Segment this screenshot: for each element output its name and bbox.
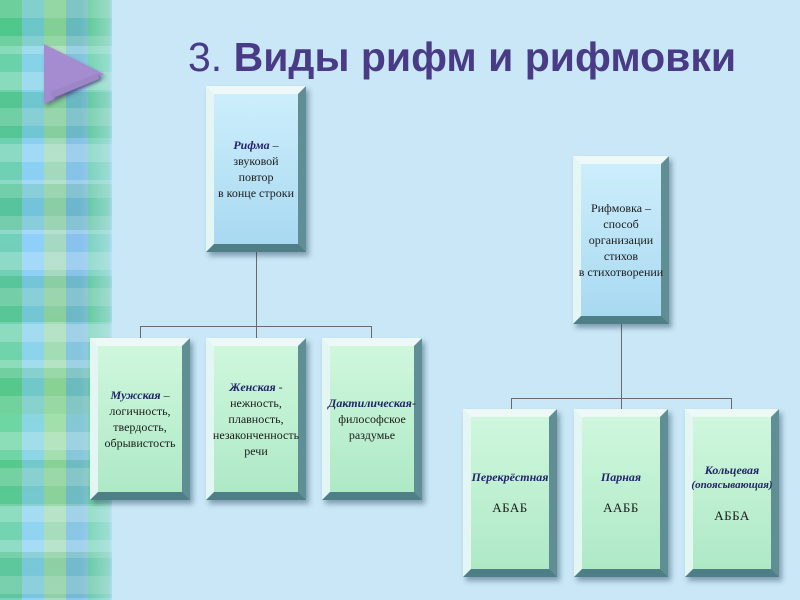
paired-rhyme-term: Парная — [600, 470, 642, 485]
connector-right-child-2 — [621, 398, 622, 410]
rhyme-heading: Рифма – — [233, 137, 278, 153]
masculine-term: Мужская — [110, 387, 161, 402]
ring-rhyme-term: Кольцевая — [704, 462, 760, 477]
scheme-line-5: в стихотворении — [578, 265, 664, 280]
scheme-line-3: организации — [588, 232, 654, 247]
dactylic-heading: Дактилическая- — [328, 395, 416, 411]
feminine-term: Женская — [229, 379, 276, 394]
feminine-dash: - — [275, 379, 283, 394]
rhyme-term: Рифма — [233, 137, 270, 152]
rhyme-line-2: повтор — [238, 170, 274, 184]
ring-rhyme-subterm: (опоясывающая) — [691, 478, 773, 491]
dactylic-rhyme-box: Дактилическая- философское раздумье — [322, 338, 422, 500]
feminine-line-3: незаконченность — [212, 428, 300, 443]
ring-rhyme-box: Кольцевая (опоясывающая) АББА — [685, 409, 779, 577]
ring-rhyme-scheme: АББА — [714, 507, 750, 523]
rhyme-definition-box: Рифма – звуковой повтор в конце строки — [206, 86, 306, 252]
feminine-rhyme-box: Женская - нежность, плавность, незаконче… — [206, 338, 306, 500]
connector-right-child-1 — [511, 398, 512, 410]
dactylic-dash: - — [411, 395, 416, 410]
feminine-heading: Женская - — [229, 379, 282, 395]
title-number: 3. — [188, 34, 223, 80]
scheme-line-2: способ — [603, 216, 639, 231]
cross-rhyme-term: Перекрёстная — [471, 470, 549, 485]
title-text: Виды рифм и рифмовки — [233, 34, 737, 80]
feminine-line-1: нежность, — [230, 395, 282, 410]
scheme-line-4: стихов — [603, 249, 639, 264]
cross-rhyme-box: Перекрёстная АБАБ — [463, 409, 557, 577]
masculine-dash: – — [160, 387, 170, 402]
page-title: 3. Виды рифм и рифмовки — [188, 34, 736, 81]
feminine-line-2: плавность, — [228, 411, 284, 426]
scheme-line-1: Рифмовка – — [590, 200, 652, 215]
connector-left-root-down — [256, 250, 257, 326]
paired-rhyme-box: Парная ААББ — [574, 409, 668, 577]
masculine-heading: Мужская – — [110, 387, 169, 403]
masculine-line-3: обрывистость — [104, 436, 176, 451]
dactylic-line-2: раздумье — [348, 428, 396, 443]
masculine-line-1: логичность, — [109, 403, 171, 418]
rhyme-scheme-definition-box: Рифмовка – способ организации стихов в с… — [573, 156, 669, 324]
connector-left-child-1 — [140, 326, 141, 338]
masculine-rhyme-box: Мужская – логичность, твердость, обрывис… — [90, 338, 190, 500]
paired-rhyme-scheme: ААББ — [603, 500, 639, 516]
dactylic-line-1: философское — [338, 411, 406, 426]
rhyme-line-3: в конце строки — [217, 186, 295, 201]
connector-left-child-3 — [371, 326, 372, 338]
connector-left-child-2 — [256, 326, 257, 338]
dactylic-term: Дактилическая — [328, 395, 412, 410]
connector-right-root-down — [621, 322, 622, 398]
feminine-line-4: речи — [244, 444, 268, 459]
cross-rhyme-scheme: АБАБ — [492, 500, 528, 516]
masculine-line-2: твердость, — [113, 420, 167, 434]
rhyme-dash: – — [269, 137, 279, 152]
connector-right-child-3 — [731, 398, 732, 410]
rhyme-line-1: звуковой — [233, 153, 279, 168]
